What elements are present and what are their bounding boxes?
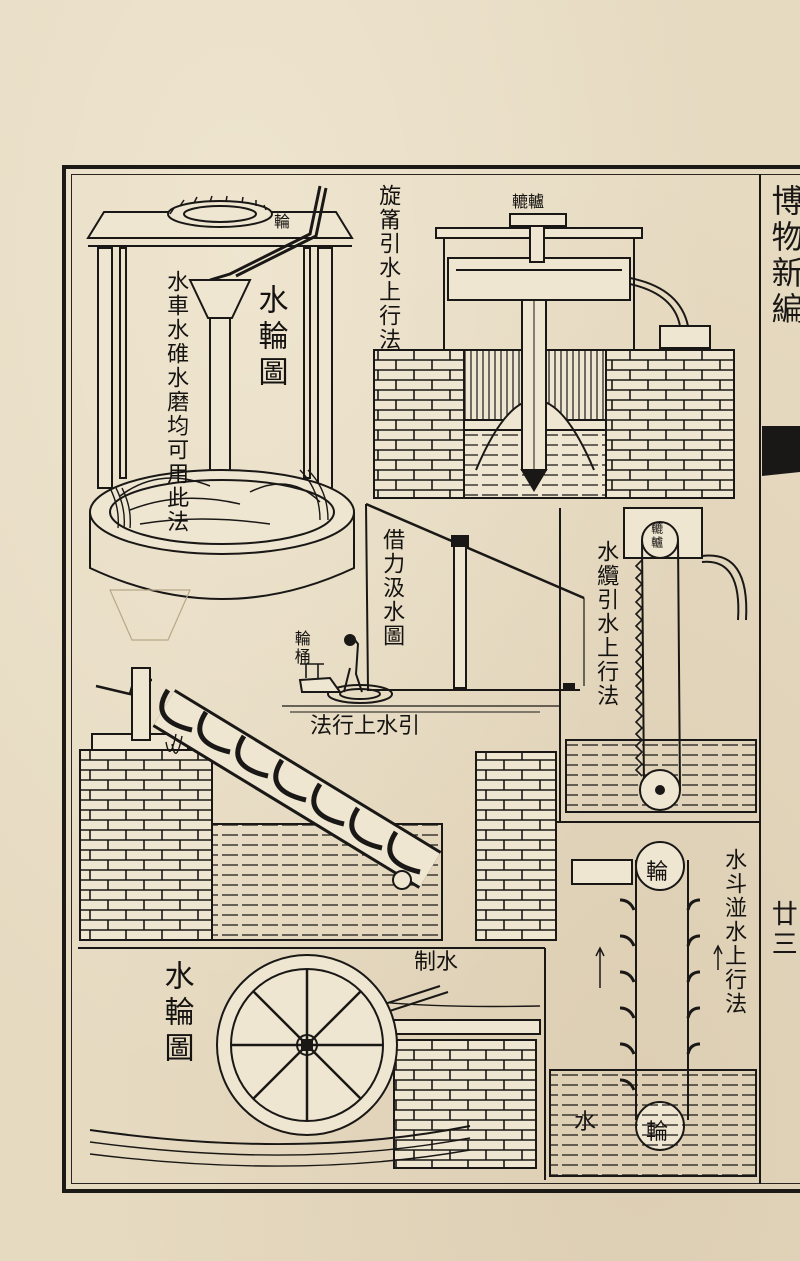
- label-top-left-title: 水輪圖: [252, 284, 288, 392]
- label-bottom-left-title: 水輪圖: [158, 960, 194, 1068]
- label-top-left-wheel: 輪: [274, 212, 291, 231]
- label-lever-pump-bucket: 輪桶: [291, 630, 311, 666]
- label-top-right-title: 旋筩引水上行法: [375, 184, 401, 352]
- label-screw-caption: 引水上行法: [310, 714, 421, 739]
- label-bucket-chain-bottom-wheel: 輪: [646, 1120, 669, 1145]
- label-rope-pump-pulley: 轆轤: [649, 522, 664, 550]
- book-title: 博物新編: [766, 184, 800, 328]
- label-bucket-chain-title: 水斗湴水上行法: [721, 848, 747, 1016]
- label-top-left-note: 水車水碓水磨均可用此法: [163, 270, 189, 534]
- figure-water-wheel-drum: [86, 185, 355, 641]
- label-lever-pump-title: 借力汲水圖: [379, 528, 405, 648]
- title-column-band: [759, 174, 800, 1184]
- plate-inner-border: [71, 174, 800, 1184]
- label-bucket-chain-top-wheel: 輪: [646, 860, 669, 885]
- figure-lever-pump: [282, 502, 585, 713]
- label-top-right-pulley: 轆轤: [512, 192, 545, 211]
- label-rope-pump-title: 水纜引水上行法: [593, 540, 619, 708]
- figure-rope-pump: [565, 507, 757, 813]
- panel-dividers: [78, 508, 760, 1180]
- figure-rotating-tube: [373, 213, 735, 499]
- figure-water-wheel: [89, 954, 541, 1169]
- label-bottom-left-gate: 水制: [414, 950, 459, 975]
- plate-outer-border: [62, 165, 800, 1193]
- label-bucket-chain-water: 水: [574, 1110, 597, 1135]
- folio-number: 廿三: [767, 900, 798, 960]
- figure-archimedes-screw: [79, 667, 557, 941]
- figure-bucket-chain: [549, 841, 757, 1177]
